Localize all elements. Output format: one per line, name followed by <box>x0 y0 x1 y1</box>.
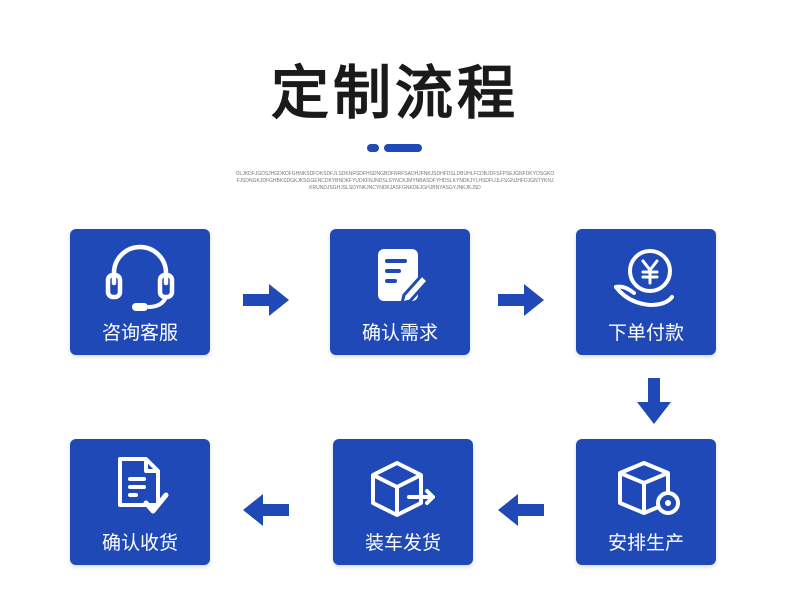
yen-payment-icon <box>614 249 674 308</box>
checklist-icon <box>118 457 169 514</box>
arrow-left-icon <box>498 494 544 526</box>
step-card-shipping: 装车发货 <box>333 439 473 565</box>
step-label: 咨询客服 <box>101 322 178 344</box>
step-label: 确认收货 <box>101 532 178 554</box>
arrow-down-icon <box>637 378 671 424</box>
step-label: 确认需求 <box>361 322 438 344</box>
document-edit-icon <box>378 249 430 305</box>
box-shipping-icon <box>371 461 435 517</box>
step-card-production: 安排生产 <box>576 439 716 565</box>
step-card-payment: 下单付款 <box>576 229 716 355</box>
divider-bar <box>384 144 422 152</box>
step-label: 装车发货 <box>364 532 441 554</box>
title-divider <box>0 144 790 152</box>
arrow-left-icon <box>243 494 289 526</box>
step-card-consult: 咨询客服 <box>70 229 210 355</box>
arrow-right-icon <box>498 284 544 316</box>
arrow-right-icon <box>243 284 289 316</box>
step-label: 下单付款 <box>607 322 684 344</box>
step-card-confirm-needs: 确认需求 <box>330 229 470 355</box>
step-label: 安排生产 <box>607 532 684 554</box>
step-card-receipt: 确认收货 <box>70 439 210 565</box>
page-title: 定制流程 <box>270 59 519 127</box>
subtitle-text: OLJKDFJGDSJHGDKDFGHNKSDFDKSDFJLSDKNRSDFH… <box>235 171 555 191</box>
box-gear-icon <box>618 461 680 515</box>
divider-dot <box>367 144 379 152</box>
headset-icon <box>105 244 175 311</box>
